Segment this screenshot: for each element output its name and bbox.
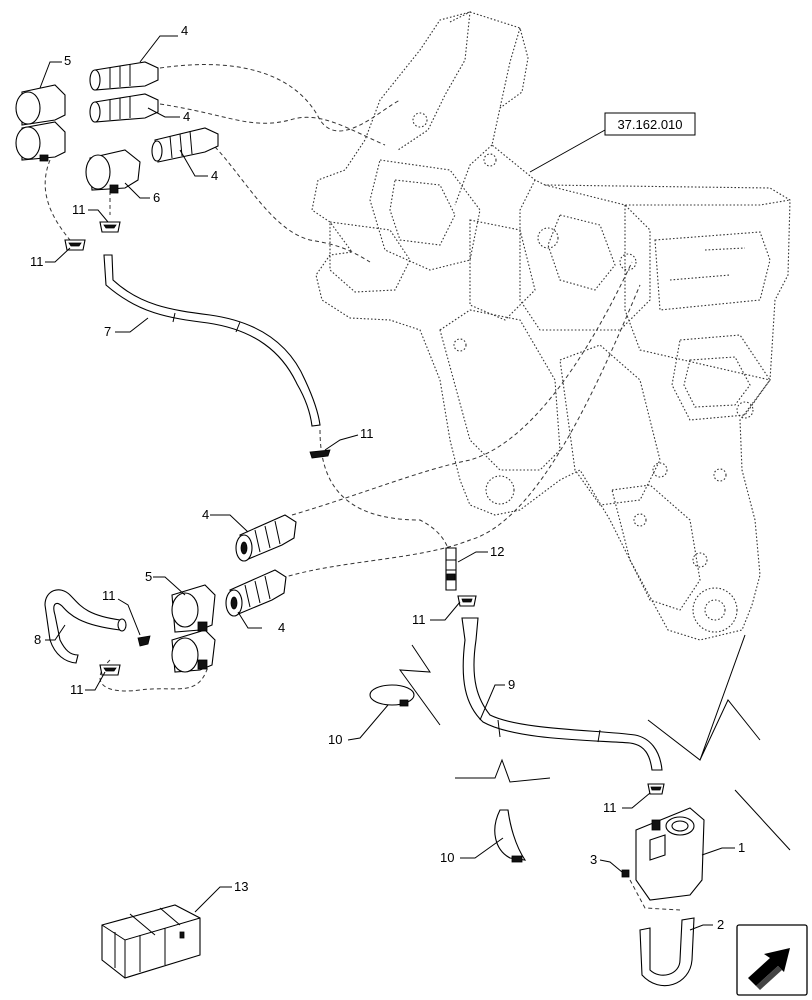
fitting-12 <box>445 547 457 591</box>
coupler-upper-1 <box>89 61 159 91</box>
callout-11: 11 <box>360 426 374 441</box>
bracket-2 <box>639 917 695 987</box>
callout-2: 2 <box>717 917 724 932</box>
coupler-lower-2 <box>225 569 287 617</box>
clamp-upper-1 <box>99 221 121 233</box>
callout-4: 4 <box>278 620 285 635</box>
strap-band-upper <box>369 684 415 707</box>
fitting-lower-pair <box>171 584 216 673</box>
coupler-upper-3 <box>151 127 219 163</box>
callout-12: 12 <box>490 544 504 559</box>
hose-8 <box>44 589 127 664</box>
coupler-upper-2 <box>89 93 159 123</box>
kit-crate <box>101 904 201 979</box>
reference-label-text: 37.162.010 <box>617 117 682 132</box>
callout-11: 11 <box>412 612 426 627</box>
clamp-mid <box>309 449 331 459</box>
fitting-upper-single <box>85 149 141 194</box>
break-lines <box>398 634 791 851</box>
front-support-frame <box>311 11 791 641</box>
hose-routes <box>44 64 681 911</box>
callout-11: 11 <box>30 254 44 269</box>
callout-9: 9 <box>508 677 515 692</box>
callout-7: 7 <box>104 324 111 339</box>
callout-11: 11 <box>603 800 617 815</box>
clamp-hose9-top <box>457 595 477 607</box>
hose-7 <box>103 254 321 427</box>
callout-4: 4 <box>183 109 190 124</box>
leader-lines <box>39 35 735 931</box>
callout-5: 5 <box>64 53 71 68</box>
callout-10: 10 <box>440 850 454 865</box>
clamp-upper-2 <box>64 239 86 251</box>
callout-10: 10 <box>328 732 342 747</box>
callout-8: 8 <box>34 632 41 647</box>
callouts: 4 5 4 4 6 11 11 7 11 4 5 11 4 8 11 12 11… <box>30 23 745 932</box>
screw-3 <box>621 869 630 878</box>
clamp-lower-1 <box>137 635 151 647</box>
hose-9 <box>461 617 663 771</box>
reservoir <box>635 807 705 901</box>
callout-11: 11 <box>102 588 116 603</box>
callout-13: 13 <box>234 879 248 894</box>
callout-4: 4 <box>202 507 209 522</box>
callout-11: 11 <box>70 682 84 697</box>
clamp-lower-2 <box>99 664 121 676</box>
callout-4: 4 <box>211 168 218 183</box>
fitting-upper-pair <box>15 84 66 162</box>
coupler-lower-1 <box>235 514 297 562</box>
callout-5: 5 <box>145 569 152 584</box>
arrow-icon[interactable] <box>736 924 808 996</box>
callout-1: 1 <box>738 840 745 855</box>
clamp-reservoir <box>647 783 665 795</box>
callout-3: 3 <box>590 852 597 867</box>
reference-label: 37.162.010 <box>529 112 696 173</box>
callout-11: 11 <box>72 202 86 217</box>
strap-band-lower <box>494 809 527 863</box>
callout-6: 6 <box>153 190 160 205</box>
callout-4: 4 <box>181 23 188 38</box>
